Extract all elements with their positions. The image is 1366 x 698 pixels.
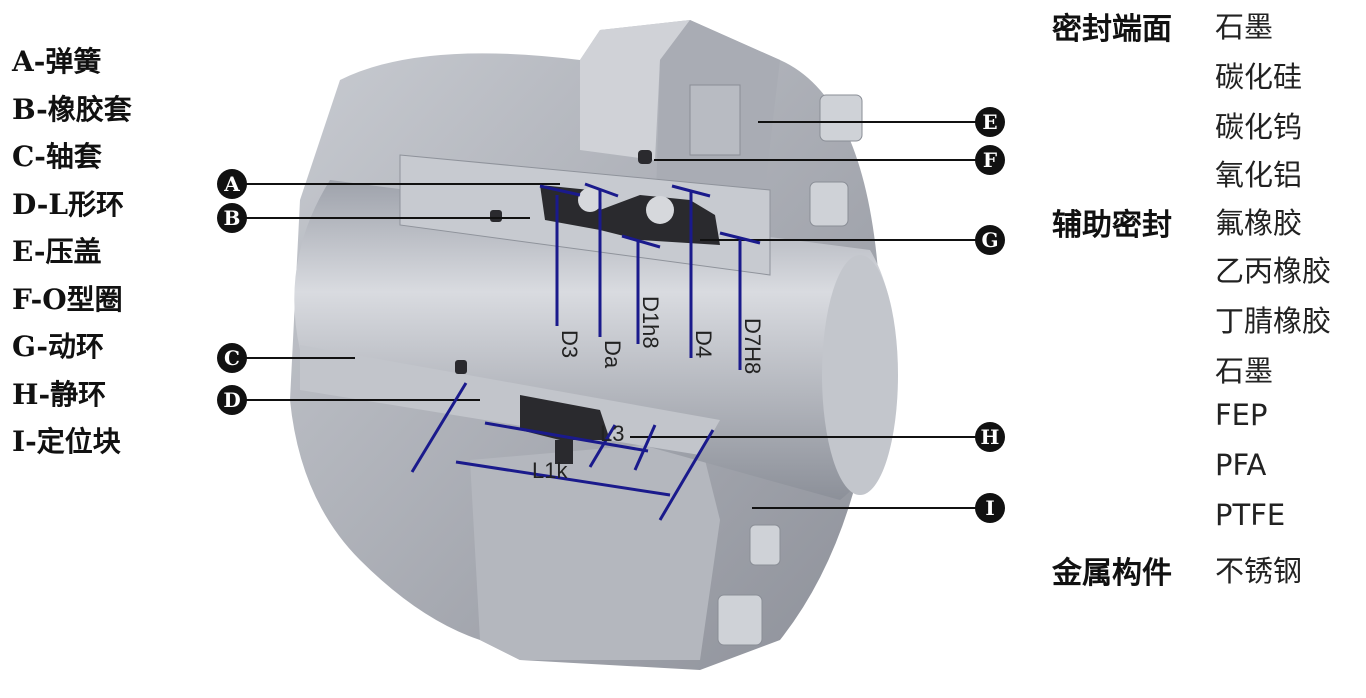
material-value: 氟橡胶 [1215,206,1303,240]
material-value: 乙丙橡胶 [1215,254,1332,288]
legend-item-c: C-轴套 [12,140,102,173]
svg-text:B: B [224,206,241,230]
material-value: FEP [1215,398,1268,432]
material-value: 石墨 [1215,10,1274,44]
callout-d: D [217,385,247,415]
callout-i: I [975,493,1005,523]
legend-item-e: E-压盖 [12,235,102,268]
material-value: 碳化硅 [1215,60,1303,94]
svg-text:E: E [982,110,997,134]
legend-item-d: D-L形环 [12,187,125,221]
material-value: 丁腈橡胶 [1215,304,1332,338]
legend-item-a: A-弹簧 [12,45,102,78]
material-value: 氧化铝 [1215,158,1303,192]
svg-text:D: D [223,388,240,412]
parts-legend: A-弹簧 B-橡胶套 C-轴套 D-L形环 E-压盖 F-O型圈 G-动环 H-… [12,38,132,466]
material-category-seal-face: 密封端面 [1052,12,1172,47]
material-category-metal-parts: 金属构件 [1052,556,1172,591]
svg-text:A: A [223,172,240,196]
material-value: 不锈钢 [1215,554,1303,588]
dimension-lines [410,182,761,521]
legend-item-f: F-O型圈 [12,282,123,316]
callout-e: E [975,107,1005,137]
dim-d3: D3 [557,330,582,358]
dim-l3: L3 [600,421,624,446]
callout-f: F [975,145,1005,175]
dim-da: Da [600,340,625,369]
svg-text:C: C [224,346,240,370]
material-value: PFA [1215,448,1267,482]
leader-lines [232,121,990,509]
legend-item-g: G-动环 [12,330,105,363]
dim-l1k: L1k [532,458,568,483]
material-value: PTFE [1215,498,1286,532]
svg-text:I: I [985,496,994,520]
bolts [689,84,863,646]
dim-d7h8: D7H8 [740,318,765,374]
svg-text:F: F [983,148,997,172]
dim-d1h8: D1h8 [638,296,663,349]
dim-d4: D4 [691,330,716,358]
svg-text:G: G [981,228,998,252]
callout-a: A [217,169,247,199]
material-value: 碳化钨 [1215,110,1303,144]
callout-h: H [975,422,1005,452]
material-category-secondary-seal: 辅助密封 [1052,208,1172,243]
legend-item-b: B-橡胶套 [12,92,132,126]
callout-b: B [217,203,247,233]
legend-item-i: I-定位块 [12,425,121,458]
callout-g: G [975,225,1005,255]
svg-text:H: H [981,425,1000,449]
legend-item-h: H-静环 [12,377,107,411]
material-value: 石墨 [1215,354,1274,388]
callout-c: C [217,343,247,373]
